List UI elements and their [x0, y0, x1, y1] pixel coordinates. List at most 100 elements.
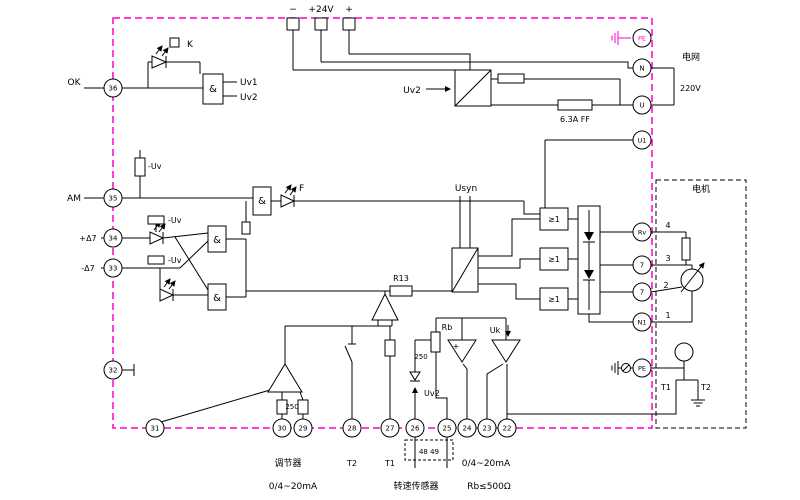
resistor-250-label-a: 250 — [285, 403, 298, 411]
t1-label: T1 — [384, 459, 395, 468]
terminal-pe-label: PE — [638, 35, 646, 43]
terminal-23 — [477, 418, 497, 438]
terminal-28 — [342, 418, 362, 438]
terminal-27 — [380, 418, 400, 438]
motor-label: 电机 — [692, 183, 710, 195]
u1-feed-wire — [544, 139, 633, 208]
burden-resistor-rb: Rb 250 — [414, 318, 452, 419]
am-row: AM 35 -Uv & F — [67, 150, 540, 216]
and-gate-2: & — [252, 186, 272, 216]
speed-input-chain-26: Uv2 — [409, 339, 440, 419]
and-gate-4: & — [207, 283, 227, 311]
terminal-34-label: 34 — [109, 235, 118, 243]
ma-range-label-2: 0/4~20mA — [462, 459, 511, 469]
terminal-22 — [497, 418, 517, 438]
svg-text:≥1: ≥1 — [548, 215, 560, 224]
uv2-label: Uv2 — [240, 93, 258, 103]
motor-boundary — [655, 179, 747, 429]
regulator-label: 调节器 — [274, 458, 301, 469]
plus-delta-label: +Δ7 — [79, 234, 96, 243]
bottom-terminals: 31 30 29 28 27 26 25 24 23 22 — [145, 418, 517, 438]
terminal-24v-box — [314, 17, 328, 31]
svg-text:≥1: ≥1 — [548, 295, 560, 304]
terminal-22-label: 22 — [503, 425, 512, 433]
pe-ground-symbol — [611, 31, 631, 45]
input-resistor-b — [297, 391, 309, 419]
terminal-25-label: 25 — [443, 425, 452, 433]
terminal-armature-2-label: 7 — [640, 289, 644, 297]
terminal-24-label: 24 — [463, 425, 472, 433]
pullup-resistor-3: -Uv — [147, 255, 182, 265]
ok-indicator-row: OK 36 K & Uv1 Uv2 — [68, 37, 258, 105]
bottom-captions: 调节器 0/4~20mA T2 T1 转速传感器 0/4~20mA Rb≤500… — [269, 458, 511, 492]
resistor-r13: R13 — [389, 274, 413, 297]
terminal-36-label: 36 — [109, 85, 118, 93]
mains-fuse: 6.3A FF — [491, 99, 633, 124]
comparator-a: + — [447, 318, 477, 363]
controller-boundary — [112, 17, 653, 429]
sensor-chain-27 — [384, 326, 396, 419]
pe-ground-symbol-2 — [611, 361, 633, 375]
terminal-rv-label: Rv — [638, 229, 647, 237]
uv2-ref-label: Uv2 — [424, 389, 440, 398]
thyristor-bridge — [577, 205, 633, 323]
svg-text:≥1: ≥1 — [548, 255, 560, 264]
terminal-minus-box — [286, 17, 300, 31]
terminal-u1 — [632, 130, 652, 150]
terminal-u1-label: U1 — [638, 137, 647, 145]
rb-label: Rb — [442, 323, 453, 332]
field-winding — [651, 231, 692, 266]
power-supply-unit: Uv2 6.3A FF — [403, 69, 633, 208]
gate-output-bus — [226, 201, 390, 298]
speed-sensor-label: 转速传感器 — [393, 480, 438, 492]
relay-k-label: K — [187, 40, 194, 50]
terminal-24 — [457, 418, 477, 438]
svg-text:&: & — [209, 84, 217, 95]
speed-sensor-connector: 48 49 — [404, 437, 454, 468]
terminal-n-label: N — [639, 65, 644, 73]
opamp-main — [371, 292, 399, 321]
plus-mark: + — [453, 342, 460, 351]
top-supply-wires — [292, 30, 633, 71]
terminal-30 — [272, 418, 292, 438]
f-label: F — [299, 184, 304, 194]
motor-pin-1: 1 — [665, 311, 670, 320]
tachometer: T1 T2 — [506, 342, 711, 419]
motor-pin-3: 3 — [665, 254, 670, 263]
terminal-u-label: U — [639, 102, 644, 110]
relay-k-contact-box — [169, 37, 180, 48]
psu-uv2-label: Uv2 — [403, 86, 421, 96]
and-gate-3: & — [207, 225, 227, 253]
grid-label: 电网 — [682, 51, 700, 63]
terminal-30-label: 30 — [278, 425, 287, 433]
output-terminals: Rv 7 7 N1 PE — [611, 222, 652, 378]
terminal-31 — [145, 418, 165, 438]
motor-pin-4: 4 — [665, 221, 670, 230]
terminal-plus-box — [342, 17, 356, 31]
terminal-23-label: 23 — [483, 425, 492, 433]
terminal-plus-label: + — [345, 5, 353, 15]
diode — [409, 371, 421, 381]
grid-bracket — [651, 67, 675, 106]
ma-range-label-1: 0/4~20mA — [269, 482, 318, 492]
led-minus-delta — [159, 268, 208, 302]
terminal-pe-2-label: PE — [638, 365, 646, 373]
grid-voltage: 220V — [680, 84, 701, 93]
motor-pin-2: 2 — [663, 281, 668, 290]
contact-chain-28 — [344, 326, 356, 419]
armature — [650, 262, 705, 323]
comparator-b: Uk — [490, 318, 521, 363]
minus-delta-label: -Δ7 — [81, 264, 94, 273]
pulse-logic: ≥1 ≥1 ≥1 — [539, 207, 578, 311]
terminal-pe — [632, 28, 652, 48]
neg-uv-label-1: -Uv — [148, 162, 162, 171]
tacho-feedback-wire — [506, 386, 677, 419]
firing-angle-amplifier: R13 — [371, 274, 452, 321]
pullup-resistor-2: -Uv — [147, 215, 182, 232]
uv1-label: Uv1 — [240, 78, 258, 88]
sync-transformer: Usyn — [451, 184, 540, 300]
ok-label: OK — [68, 78, 82, 88]
delta-minus-row: -Δ7 33 -Uv & & — [81, 201, 390, 311]
